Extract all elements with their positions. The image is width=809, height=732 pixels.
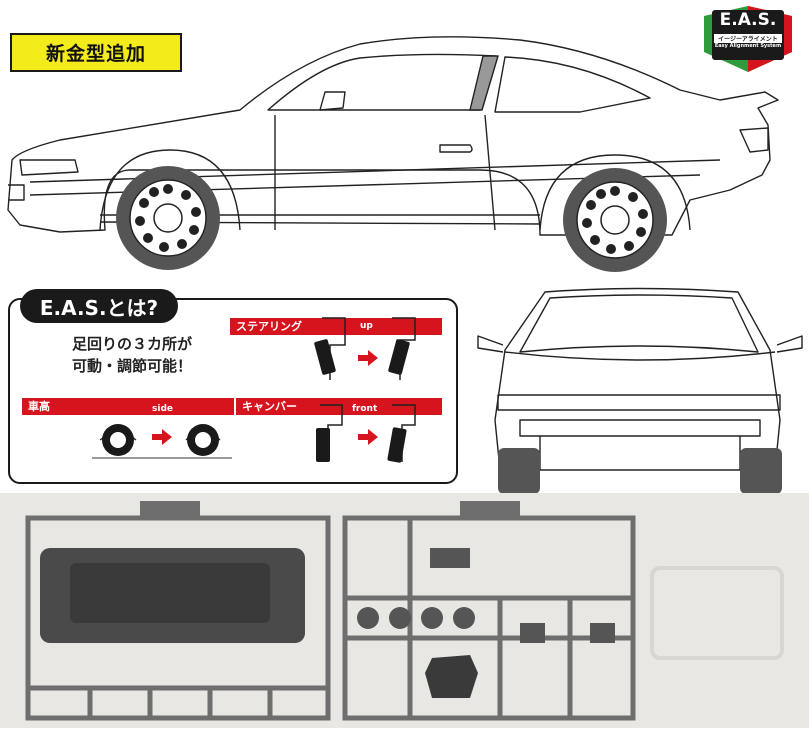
description-line-1: 足回りの３カ所が xyxy=(71,335,192,353)
ride-height-label: 車高 xyxy=(28,400,50,413)
ride-height-direction: side xyxy=(152,404,173,414)
car-side-view xyxy=(7,36,779,272)
eas-logo-subtitle-en: Easy Alignment System xyxy=(714,43,782,49)
eas-logo-title: E.A.S. xyxy=(719,10,777,30)
eas-illustrations xyxy=(92,317,416,463)
camber-bar: キャンバー xyxy=(236,398,442,415)
car-front-view xyxy=(477,287,803,494)
steering-label: ステアリング xyxy=(236,320,302,333)
kit-parts-photo xyxy=(0,493,809,728)
new-mold-badge: 新金型追加 xyxy=(10,33,182,72)
steering-bar: ステアリング xyxy=(230,318,442,335)
description-line-2: 可動・調節可能！ xyxy=(71,357,192,375)
steering-diagram xyxy=(314,317,416,380)
sprue-runners xyxy=(25,501,784,721)
ride-height-bar: 車高 xyxy=(22,398,234,415)
steering-direction: up xyxy=(360,321,373,331)
camber-direction: front xyxy=(352,404,378,414)
eas-logo: E.A.S. イージーアライメント Easy Alignment System xyxy=(700,6,796,72)
eas-description: 足回りの３カ所が 可動・調節可能！ xyxy=(52,333,212,377)
camber-diagram xyxy=(316,404,416,463)
eas-info-title: E.A.S.とは? xyxy=(20,289,178,323)
ride-height-diagram xyxy=(92,424,232,459)
eas-logo-subtitle-jp: イージーアライメント xyxy=(714,34,782,43)
camber-label: キャンバー xyxy=(242,400,297,413)
